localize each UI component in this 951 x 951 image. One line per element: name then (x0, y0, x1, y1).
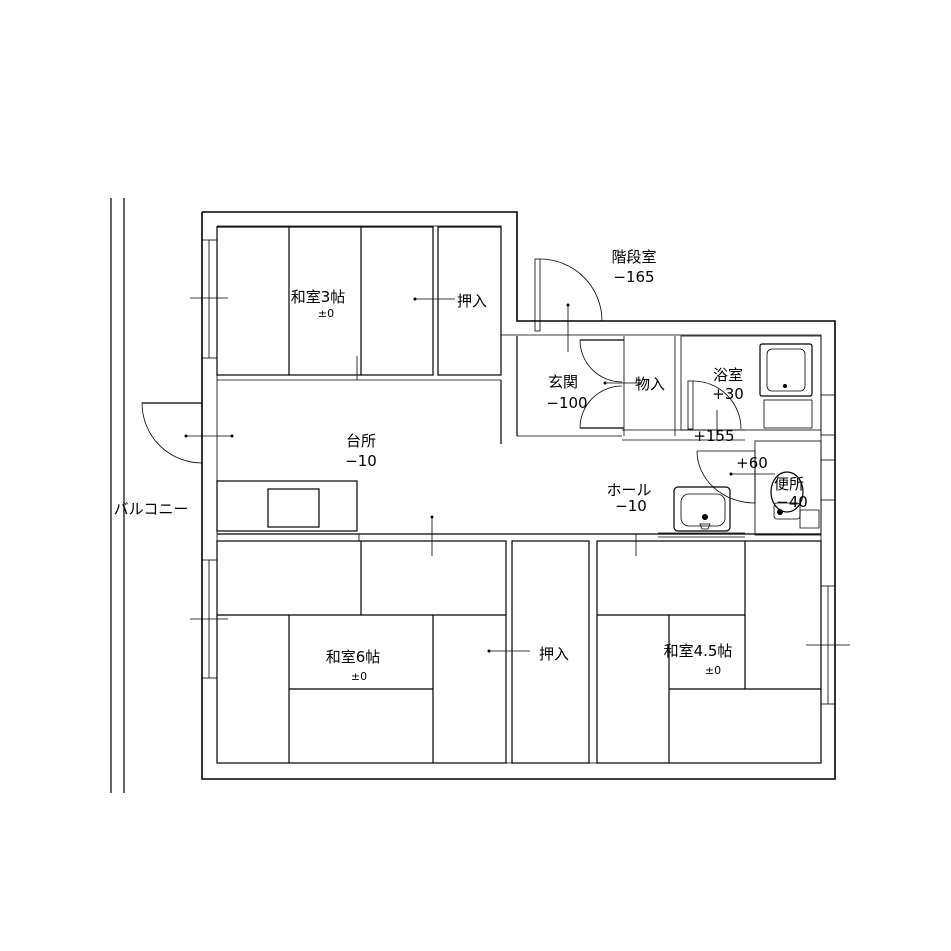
level-genkan: −100 (546, 394, 587, 412)
closet-middle (487, 540, 590, 764)
label-hall: ホール (606, 481, 651, 499)
level-washitsu45: ±0 (705, 664, 721, 677)
bathroom (680, 335, 836, 440)
label-stairwell: 階段室 (611, 248, 656, 266)
level-hall: −10 (615, 497, 647, 515)
entrance-door (534, 258, 603, 352)
label-monoire: 物入 (635, 375, 665, 393)
label-bath: 浴室 (713, 366, 743, 384)
label-genkan: 玄関 (548, 373, 578, 391)
level-washitsu3: ±0 (318, 307, 334, 320)
closet-top (413, 226, 502, 376)
room-washitsu45 (596, 534, 850, 764)
storage-doors (579, 339, 642, 429)
balcony-rail (110, 198, 125, 793)
label-closet-middle: 押入 (539, 645, 569, 663)
label-washitsu45: 和室4.5帖 (664, 642, 733, 660)
hall-sink (658, 486, 745, 538)
level-toilet-step: +60 (736, 454, 768, 472)
level-stairwell: −165 (613, 268, 654, 286)
label-washitsu3: 和室3帖 (291, 288, 346, 306)
toilet-room (696, 440, 836, 536)
left-window (190, 239, 228, 679)
kitchen-counter (216, 480, 434, 556)
partition-wall (217, 533, 821, 541)
label-kitchen: 台所 (346, 432, 376, 450)
level-hall-step: +155 (693, 427, 734, 445)
label-washitsu6: 和室6帖 (326, 648, 381, 666)
balcony-door (141, 402, 234, 464)
level-washitsu6: ±0 (351, 670, 367, 683)
label-closet-top: 押入 (457, 292, 487, 310)
level-bath: +30 (712, 385, 744, 403)
level-kitchen: −10 (345, 452, 377, 470)
label-toilet: 便所 (774, 475, 804, 493)
level-toilet: −40 (776, 493, 808, 511)
label-balcony: バルコニー (114, 500, 189, 518)
